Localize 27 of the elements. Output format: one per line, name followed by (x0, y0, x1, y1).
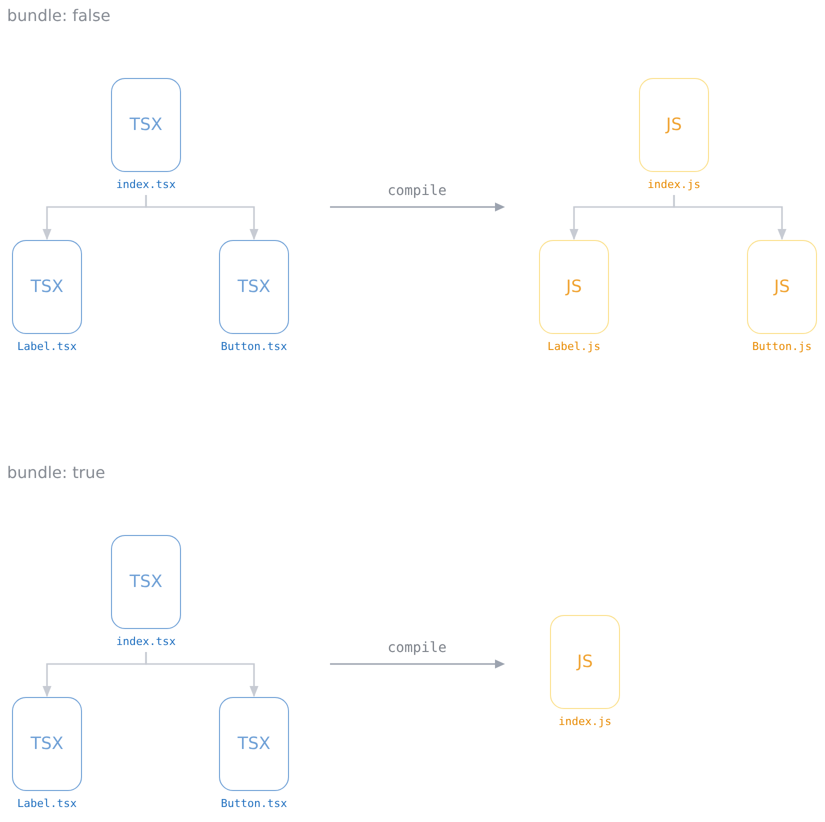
file-card: TSX (219, 240, 289, 334)
file-card: TSX (219, 697, 289, 791)
file-name: Label.tsx (17, 797, 77, 810)
arrow (145, 195, 258, 240)
file-name: index.js (648, 178, 700, 191)
file-name: Label.tsx (17, 340, 77, 353)
file-card: JS (639, 78, 709, 172)
section-heading: bundle: false (7, 6, 110, 25)
arrow (673, 195, 786, 240)
section-heading: bundle: true (7, 463, 106, 482)
file-name: index.js (558, 715, 612, 728)
arrow-label: compile (388, 640, 446, 658)
file-card: JS (539, 240, 609, 334)
file-card: TSX (111, 78, 181, 172)
file-card: TSX (12, 240, 82, 334)
file-name: index.tsx (116, 635, 176, 648)
file-name: Button.js (752, 340, 812, 353)
file-card: TSX (111, 535, 181, 629)
arrow (145, 652, 258, 698)
file-card: TSX (12, 697, 82, 791)
file-name: index.tsx (116, 178, 176, 191)
file-card: JS (550, 615, 620, 709)
arrow-label: compile (388, 183, 446, 201)
file-name: Button.tsx (220, 340, 288, 353)
file-card: JS (747, 240, 817, 334)
file-name: Label.js (548, 340, 600, 353)
file-name: Button.tsx (220, 797, 288, 810)
